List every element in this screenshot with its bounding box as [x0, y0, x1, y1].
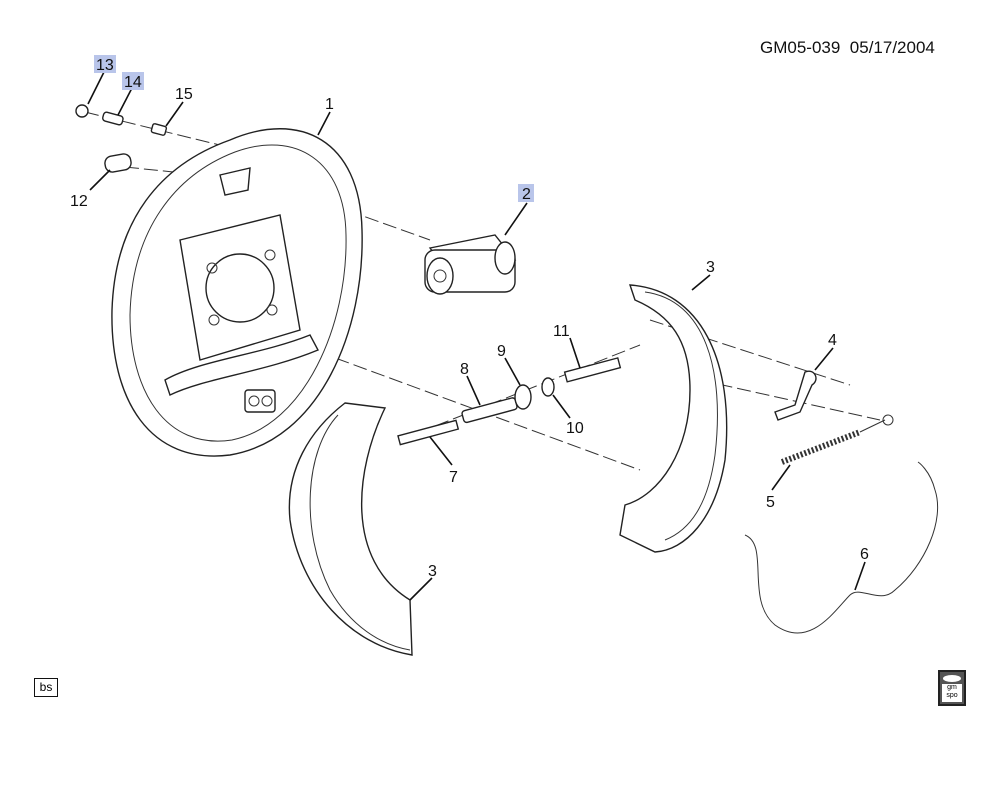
- alignment-line: [649, 319, 851, 386]
- callout-4[interactable]: 4: [828, 332, 837, 349]
- bs-button[interactable]: bs: [34, 678, 58, 697]
- part-6-return-spring[interactable]: [744, 461, 939, 634]
- highlight-2: [518, 184, 534, 202]
- part-7-adjuster-socket[interactable]: [397, 419, 460, 446]
- diagram-date: 05/17/2004: [849, 38, 935, 57]
- part-10-washer[interactable]: [541, 377, 555, 397]
- part-2-wheel-cylinder[interactable]: [424, 234, 517, 295]
- part-5-spring[interactable]: [780, 414, 894, 465]
- diagram-id: GM05-039: [760, 38, 841, 57]
- leader-lines: [87, 71, 866, 601]
- callout-2[interactable]: 2: [522, 186, 531, 203]
- alignment-line: [699, 379, 881, 421]
- part-8-adjuster-screw[interactable]: [461, 397, 518, 424]
- part-15-bolt[interactable]: [150, 123, 168, 136]
- backing-plate[interactable]: [111, 128, 363, 457]
- callout-12[interactable]: 12: [70, 193, 88, 210]
- callout-1[interactable]: 1: [325, 96, 334, 113]
- callout-13[interactable]: 13: [96, 57, 114, 74]
- callout-8[interactable]: 8: [460, 361, 469, 378]
- highlight-14: [122, 72, 144, 90]
- alignment-line: [299, 344, 641, 471]
- callout-3-left[interactable]: 3: [428, 563, 437, 580]
- callout-5[interactable]: 5: [766, 494, 775, 511]
- part-9-adjuster-nut[interactable]: [514, 384, 532, 410]
- callout-3-right[interactable]: 3: [706, 259, 715, 276]
- callout-10[interactable]: 10: [566, 420, 584, 437]
- part-13-bleeder-cap[interactable]: [75, 104, 89, 118]
- part-4-adjuster-lever[interactable]: [774, 370, 817, 421]
- part-3-brake-shoe-right[interactable]: [619, 284, 728, 553]
- callout-7[interactable]: 7: [449, 469, 458, 486]
- callout-11[interactable]: 11: [553, 323, 570, 340]
- highlight-13: [94, 55, 116, 73]
- callout-14[interactable]: 14: [124, 74, 142, 91]
- callout-6[interactable]: 6: [860, 546, 869, 563]
- diagram-header: GM05-039 05/17/2004: [760, 38, 935, 58]
- part-14-bleeder-valve[interactable]: [102, 111, 124, 126]
- callout-9[interactable]: 9: [497, 343, 506, 360]
- part-3-brake-shoe-left[interactable]: [288, 402, 413, 656]
- part-12-plug[interactable]: [104, 153, 132, 173]
- part-11-adjuster-pivot[interactable]: [563, 357, 622, 383]
- callout-15[interactable]: 15: [175, 86, 193, 103]
